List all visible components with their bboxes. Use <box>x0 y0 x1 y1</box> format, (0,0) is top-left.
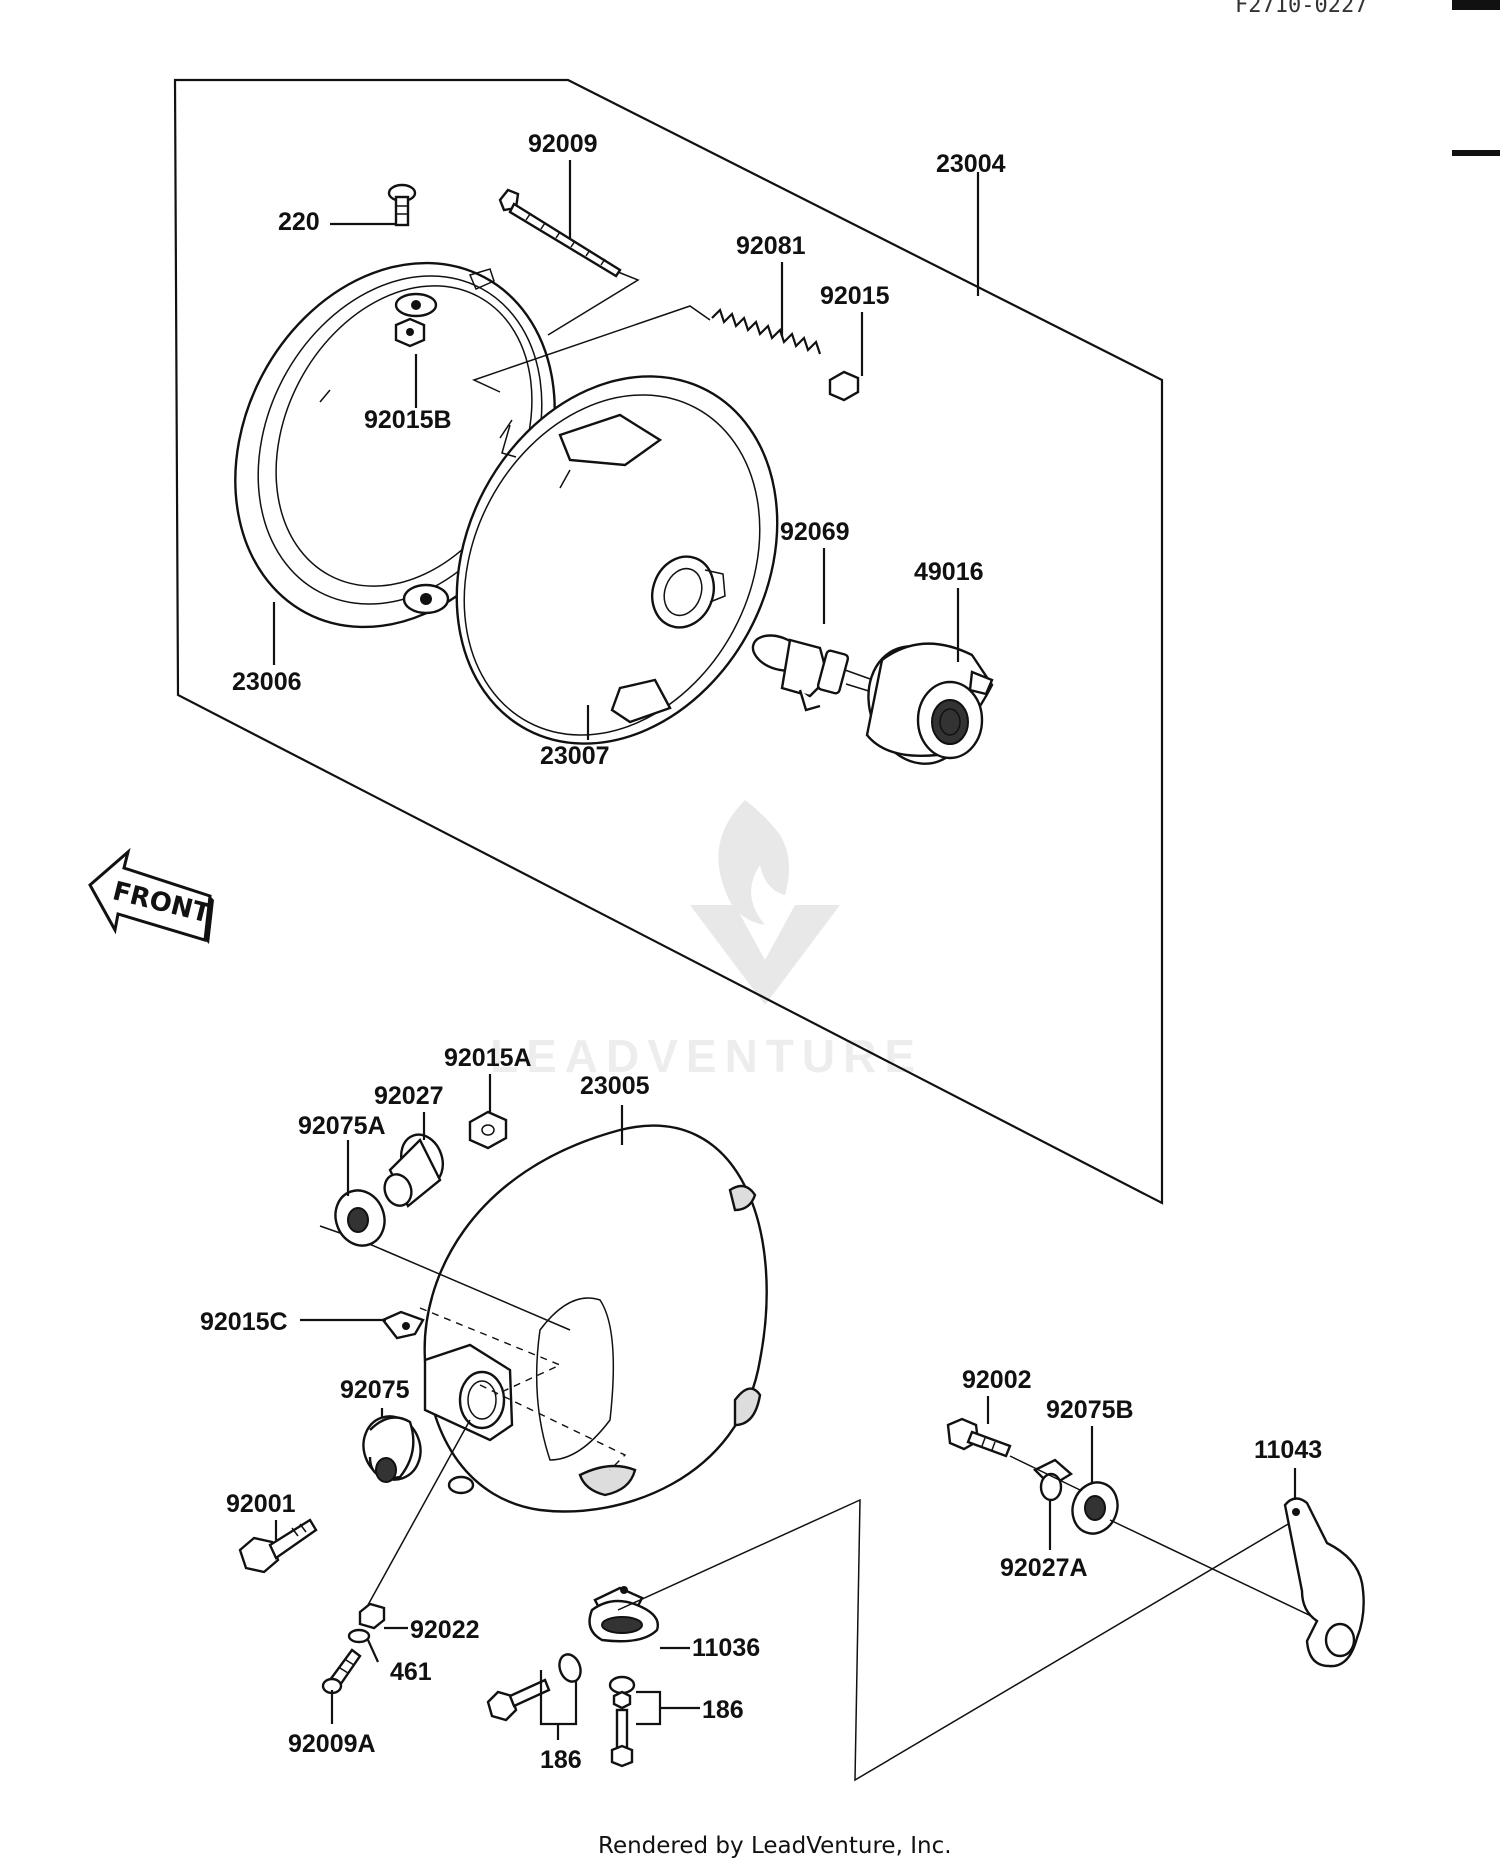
footer-credit: Rendered by LeadVenture, Inc. <box>598 1833 952 1859</box>
bolt-axis-line <box>547 271 640 336</box>
label-92015B: 92015B <box>364 406 452 434</box>
label-92009: 92009 <box>528 130 598 158</box>
bolt-186-a <box>486 1678 551 1722</box>
label-92027: 92027 <box>374 1082 444 1110</box>
bolt-92009 <box>498 188 622 278</box>
watermark-text: LEADVENTURE <box>490 1030 923 1082</box>
collar-92027 <box>383 1133 444 1208</box>
screw-92009A-axis <box>367 1419 471 1606</box>
spring-axis-line <box>471 305 711 393</box>
nut-92015B <box>394 317 426 348</box>
nut-92015 <box>828 370 860 402</box>
label-92027A: 92027A <box>1000 1554 1088 1582</box>
label-92069: 92069 <box>780 518 850 546</box>
spring-92081 <box>711 307 822 355</box>
nut-92022 <box>358 1602 386 1630</box>
label-23004: 23004 <box>936 150 1006 178</box>
label-23007: 23007 <box>540 742 610 770</box>
label-11036: 11036 <box>692 1634 760 1662</box>
collar-92027A <box>1032 1458 1074 1502</box>
washer-186-a <box>558 1653 582 1683</box>
label-49016: 49016 <box>914 558 984 586</box>
reflector-23007 <box>455 375 779 745</box>
bolt-92001 <box>238 1518 318 1574</box>
label-23006: 23006 <box>232 668 302 696</box>
bracket-11043 <box>1283 1497 1365 1668</box>
label-92075B: 92075B <box>1046 1396 1134 1424</box>
bracket-mount-line <box>617 1498 1296 1782</box>
label-92002: 92002 <box>962 1366 1032 1394</box>
screw-92009A <box>321 1648 362 1695</box>
label-92022: 92022 <box>410 1616 480 1644</box>
label-220: 220 <box>278 208 320 236</box>
grommet-92075B <box>1071 1481 1119 1535</box>
bracket-11043-axis <box>1009 1455 1331 1626</box>
label-186-right: 186 <box>702 1696 744 1724</box>
front-direction-arrow: FRONT <box>88 847 214 944</box>
housing-guide-3 <box>479 1384 627 1471</box>
label-461: 461 <box>390 1658 432 1686</box>
label-92009A: 92009A <box>288 1730 376 1758</box>
washer-186-b <box>608 1675 636 1710</box>
socket-49016 <box>865 642 994 765</box>
label-92075: 92075 <box>340 1376 410 1404</box>
grommet-92075 <box>362 1415 422 1483</box>
leader-lines <box>272 160 1297 1740</box>
label-92015C: 92015C <box>200 1308 288 1336</box>
grommet-92075A <box>334 1189 386 1247</box>
nut-92015A <box>468 1110 508 1150</box>
drawing-code: F2710-0227 <box>1235 0 1367 18</box>
label-92075A: 92075A <box>298 1112 386 1140</box>
label-92015: 92015 <box>820 282 890 310</box>
label-23005: 23005 <box>580 1072 650 1100</box>
housing-guide-2 <box>419 1307 562 1396</box>
bolt-92002 <box>946 1417 1012 1458</box>
label-92081: 92081 <box>736 232 806 260</box>
edge-mark-top <box>1452 0 1500 10</box>
nut-92015C <box>381 1310 425 1340</box>
label-11043: 11043 <box>1254 1436 1322 1464</box>
assembly-23004-outline <box>173 78 1164 1205</box>
bracket-11036 <box>588 1586 659 1643</box>
watermark-logo: LEADVENTURE <box>490 800 923 1082</box>
bulb-92069 <box>751 634 874 712</box>
label-186-left: 186 <box>540 1746 582 1774</box>
bolt-186-b <box>610 1708 634 1768</box>
housing-23005 <box>423 1124 768 1513</box>
screw-220 <box>387 183 417 227</box>
edge-mark-mid <box>1452 150 1500 156</box>
label-92001: 92001 <box>226 1490 296 1518</box>
label-92015A: 92015A <box>444 1044 532 1072</box>
washer-461 <box>347 1628 371 1644</box>
